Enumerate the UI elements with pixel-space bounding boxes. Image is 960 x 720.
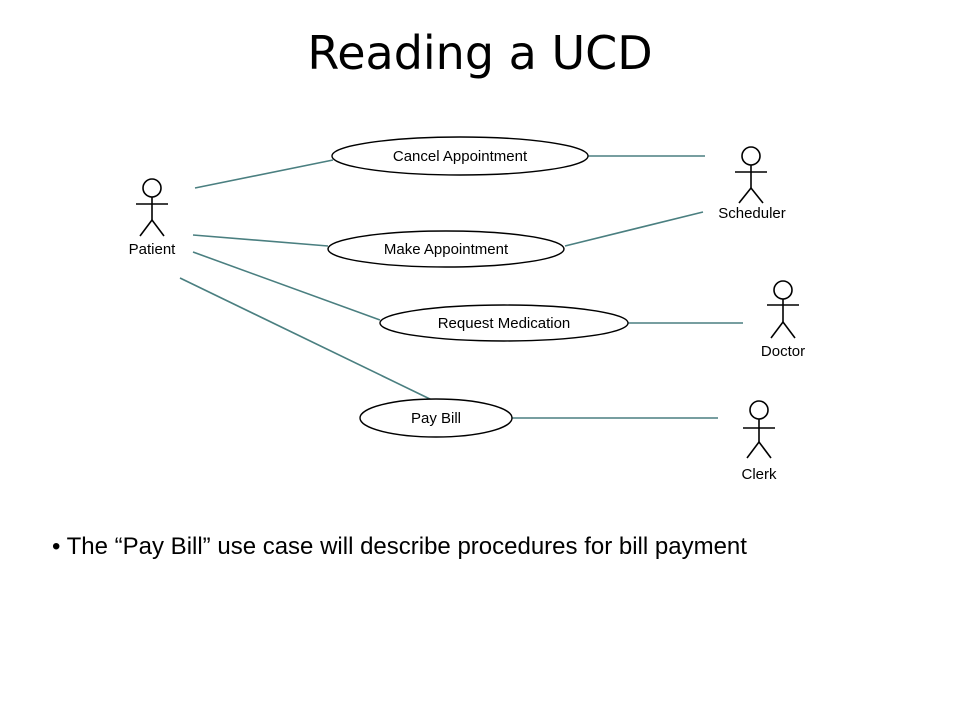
slide-title: Reading a UCD xyxy=(307,26,653,80)
actor-patient xyxy=(136,178,168,237)
association-patient-cancel xyxy=(194,159,334,189)
use-case-label-request: Request Medication xyxy=(438,315,571,332)
actor-label-clerk: Clerk xyxy=(741,466,777,483)
use-case-request-medication xyxy=(379,304,629,342)
association-patient-paybill xyxy=(179,277,433,401)
actor-scheduler xyxy=(735,146,767,204)
association-lines xyxy=(179,155,743,419)
actor-label-scheduler: Scheduler xyxy=(718,205,786,222)
actor-doctor xyxy=(767,280,799,339)
use-case-make-appointment xyxy=(327,230,565,268)
association-patient-make xyxy=(192,234,329,247)
association-make-scheduler xyxy=(564,211,704,247)
association-patient-request xyxy=(192,251,381,321)
use-case-label-pay-bill: Pay Bill xyxy=(411,410,461,427)
actor-label-patient: Patient xyxy=(129,241,177,258)
bullet-point: • The “Pay Bill” use case will describe … xyxy=(52,530,912,564)
actor-clerk xyxy=(743,400,775,459)
use-case-pay-bill xyxy=(359,398,513,438)
use-case-cancel-appointment xyxy=(331,136,589,176)
actor-label-doctor: Doctor xyxy=(761,343,805,360)
use-case-label-cancel: Cancel Appointment xyxy=(393,148,528,165)
bullet-text: The “Pay Bill” use case will describe pr… xyxy=(66,533,747,560)
bullet-marker: • xyxy=(52,533,61,560)
use-case-label-make: Make Appointment xyxy=(384,241,509,258)
